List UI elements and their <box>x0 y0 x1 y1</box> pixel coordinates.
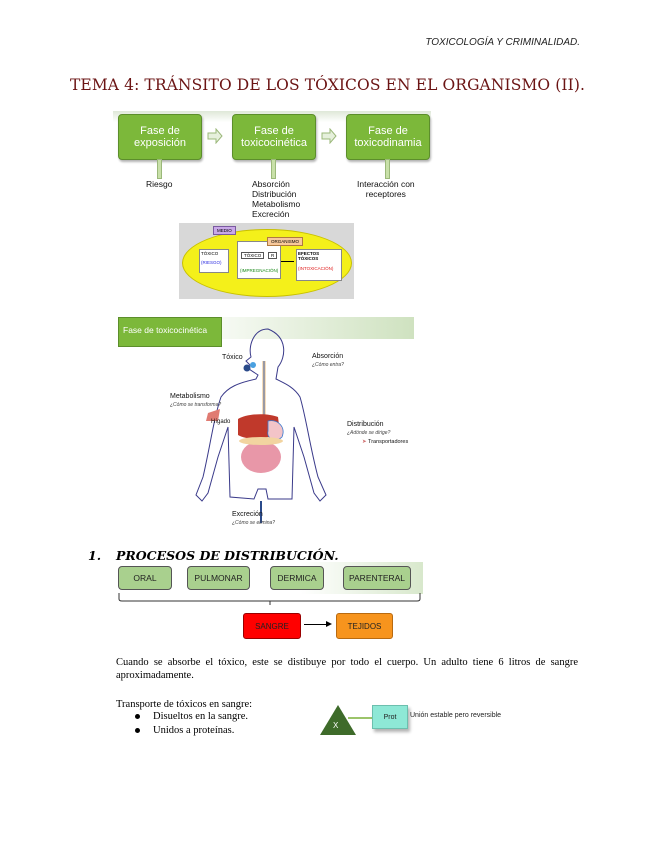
phase-desc-exposicion: Riesgo <box>146 179 172 189</box>
human-body-illustration <box>195 328 327 523</box>
detail-line: Absorción <box>252 179 290 189</box>
organismo-box: TÓXICO R (IMPREGNACIÓN) <box>237 241 281 279</box>
efectos-label: EFECTOS TÓXICOS <box>298 251 320 261</box>
label-transportadores: ➤ Transportadores <box>362 438 408 446</box>
grouping-brace <box>118 593 421 605</box>
connector-stem <box>157 159 162 179</box>
detail-line: Metabolismo <box>252 199 301 209</box>
metabolismo-text: Metabolismo <box>170 393 210 400</box>
intoxicacion-label: (INTOXICACIÓN) <box>298 266 334 271</box>
body-diagram-header: Fase de toxicocinética <box>118 317 222 347</box>
label-excrecion: Excreción ¿Cómo se elimina? <box>232 511 275 527</box>
protein-box: Prot <box>372 705 408 729</box>
detail-line: Interacción con <box>357 179 415 189</box>
detail-line: Riesgo <box>146 179 173 189</box>
phase-desc-toxicocinetica: Absorción Distribución Metabolismo Excre… <box>252 179 300 219</box>
toxin-triangle <box>320 705 356 735</box>
arrow-right-icon <box>321 128 337 144</box>
toxin-label: X <box>333 721 339 730</box>
label-higado: Hígado <box>211 419 231 425</box>
phase-label: Fase de toxicodinamia <box>354 125 422 149</box>
metabolismo-question: ¿Cómo se transforma? <box>170 402 222 408</box>
distribucion-text: Distribución <box>347 421 384 428</box>
page-title: TEMA 4: TRÁNSITO DE LOS TÓXICOS EN EL OR… <box>69 76 586 94</box>
impregnacion-label: (IMPREGNACIÓN) <box>240 268 279 273</box>
flow-arrow-line <box>304 624 328 625</box>
list-item: Unidos a proteínas. <box>135 724 248 738</box>
excrecion-text: Excreción <box>232 511 263 518</box>
inner-toxico: TÓXICO <box>241 252 265 259</box>
excrecion-question: ¿Cómo se elimina? <box>232 520 276 526</box>
transport-intro: Transporte de tóxicos en sangre: <box>116 699 253 710</box>
transportadores-text: Transportadores <box>368 439 409 445</box>
route-oral: ORAL <box>118 566 172 590</box>
section-title: PROCESOS DE DISTRIBUCIÓN. <box>116 548 339 563</box>
detail-line: receptores <box>365 189 406 199</box>
organismo-tag: ORGANISMO <box>267 237 304 246</box>
detail-line: Distribución <box>252 189 297 199</box>
receptor-label: R <box>268 252 278 259</box>
phase-toxicocinetica-box: Fase de toxicocinética <box>232 114 316 160</box>
routes-diagram: ORAL PULMONAR DERMICA PARENTERAL <box>117 562 423 594</box>
arrow-right-icon <box>207 128 223 144</box>
list-item-text: Disueltos en la sangre. <box>153 711 249 722</box>
tejidos-box: TEJIDOS <box>336 613 393 639</box>
absorcion-question: ¿Cómo entra? <box>312 362 344 368</box>
list-item-text: Unidos a proteínas. <box>153 724 235 736</box>
arrow-right-icon <box>326 621 332 627</box>
phase-exposicion-box: Fase de exposición <box>118 114 202 160</box>
detail-line: Excreción <box>252 209 290 219</box>
section-number: 1. <box>88 548 102 563</box>
route-parenteral: PARENTERAL <box>343 566 411 590</box>
efectos-box: EFECTOS TÓXICOS (INTOXICACIÓN) <box>296 249 342 281</box>
binding-caption: Unión estable pero reversible <box>410 712 502 719</box>
toxicocinetica-body-diagram: Fase de toxicocinética Tóxico Absorción … <box>118 317 414 530</box>
medio-tag: MEDIO <box>213 226 236 235</box>
connector-stem <box>385 159 390 179</box>
route-dermica: DERMICA <box>270 566 324 590</box>
protein-binding-diagram: X Prot Unión estable pero reversible <box>318 701 538 741</box>
label-metabolismo: Metabolismo ¿Cómo se transforma? <box>170 393 221 409</box>
connector-stem <box>271 159 276 179</box>
riesgo-label: (RIESGO) <box>201 260 222 265</box>
bullet-icon <box>135 714 140 719</box>
label-distribucion: Distribución ¿Adónde se dirige? <box>347 421 390 437</box>
phase-diagram: Fase de exposición Fase de toxicocinétic… <box>113 111 431 223</box>
bullet-icon <box>135 727 140 733</box>
phase-toxicodinamia-box: Fase de toxicodinamia <box>346 114 430 160</box>
phase-label: Fase de toxicocinética <box>240 125 308 149</box>
phase-desc-toxicodinamia: Interacción con receptores <box>357 179 415 199</box>
body-paragraph: Cuando se absorbe el tóxico, este se dis… <box>116 657 578 681</box>
sangre-box: SANGRE <box>243 613 301 639</box>
bond-line <box>348 717 374 719</box>
toxico-label: TÓXICO <box>201 251 219 256</box>
arrow-line <box>281 261 294 262</box>
phase-label: Fase de exposición <box>134 125 186 149</box>
distribucion-question: ¿Adónde se dirige? <box>347 430 391 436</box>
medio-organismo-diagram: MEDIO TÓXICO (RIESGO) TÓXICO R (IMPREGNA… <box>179 223 354 299</box>
running-header: TOXICOLOGÍA Y CRIMINALIDAD. <box>425 37 580 48</box>
label-absorcion: Absorción ¿Cómo entra? <box>312 353 344 369</box>
list-item: Disueltos en la sangre. <box>135 710 248 724</box>
transporter-icon: ➤ <box>362 439 367 445</box>
absorcion-text: Absorción <box>312 353 344 360</box>
label-toxico: Tóxico <box>222 354 243 361</box>
route-pulmonar: PULMONAR <box>187 566 250 590</box>
toxico-box: TÓXICO (RIESGO) <box>199 249 229 273</box>
transport-list: Disueltos en la sangre. Unidos a proteín… <box>135 710 248 737</box>
